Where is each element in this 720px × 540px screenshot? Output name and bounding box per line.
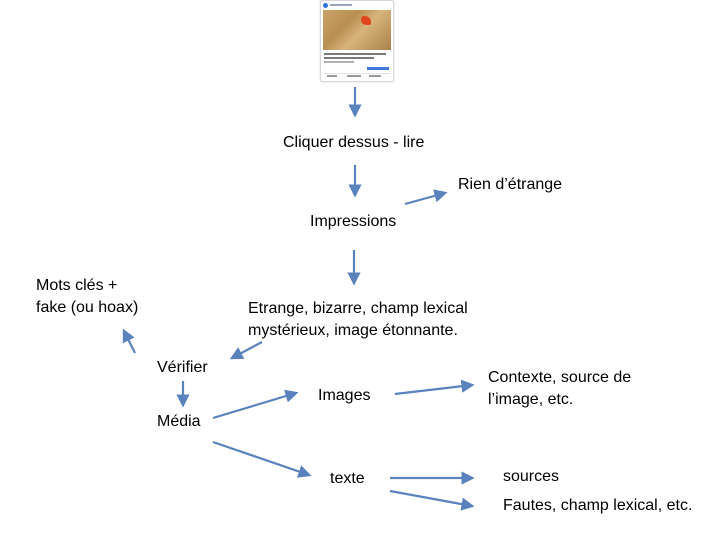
arrow-etrange-to-verifier (229, 341, 263, 360)
node-mots-cles-line1: Mots clés + (36, 277, 118, 294)
arrow-media-to-images (212, 389, 299, 420)
node-impressions: Impressions (310, 213, 397, 230)
node-images: Images (318, 387, 371, 404)
node-etrange-line1: Etrange, bizarre, champ lexical (248, 300, 468, 317)
arrow-verifier-to-mots (122, 328, 136, 354)
arrow-images-to-contexte (394, 379, 475, 396)
arrow-impressions-to-rien (404, 189, 448, 206)
post-text-line (324, 61, 354, 63)
node-contexte-line1: Contexte, source de (488, 369, 632, 386)
node-media: Média (157, 413, 201, 430)
post-action-like (327, 75, 337, 77)
post-author-placeholder (330, 4, 352, 6)
node-etrange-line2: mystérieux, image étonnante. (248, 322, 458, 339)
post-thumbnail (320, 0, 394, 82)
node-contexte-line2: l’image, etc. (488, 391, 574, 408)
node-texte: texte (330, 470, 365, 487)
post-header (323, 2, 391, 10)
post-link-button (367, 67, 389, 70)
node-verifier: Vérifier (157, 359, 208, 376)
node-fautes: Fautes, champ lexical, etc. (503, 497, 693, 514)
node-rien-detrange: Rien d’étrange (458, 176, 563, 193)
avatar (323, 3, 328, 8)
node-mots-cles-line2: fake (ou hoax) (36, 299, 139, 316)
post-divider (324, 73, 390, 74)
arrow-media-to-texte (212, 440, 312, 478)
node-sources: sources (503, 468, 560, 485)
post-action-comment (347, 75, 361, 77)
post-text-line (324, 53, 386, 55)
post-action-share (369, 75, 381, 77)
arrow-texte-to-fautes (389, 489, 475, 511)
node-cliquer-dessus: Cliquer dessus - lire (283, 134, 425, 151)
post-text-line (324, 57, 374, 59)
post-image (323, 10, 391, 50)
